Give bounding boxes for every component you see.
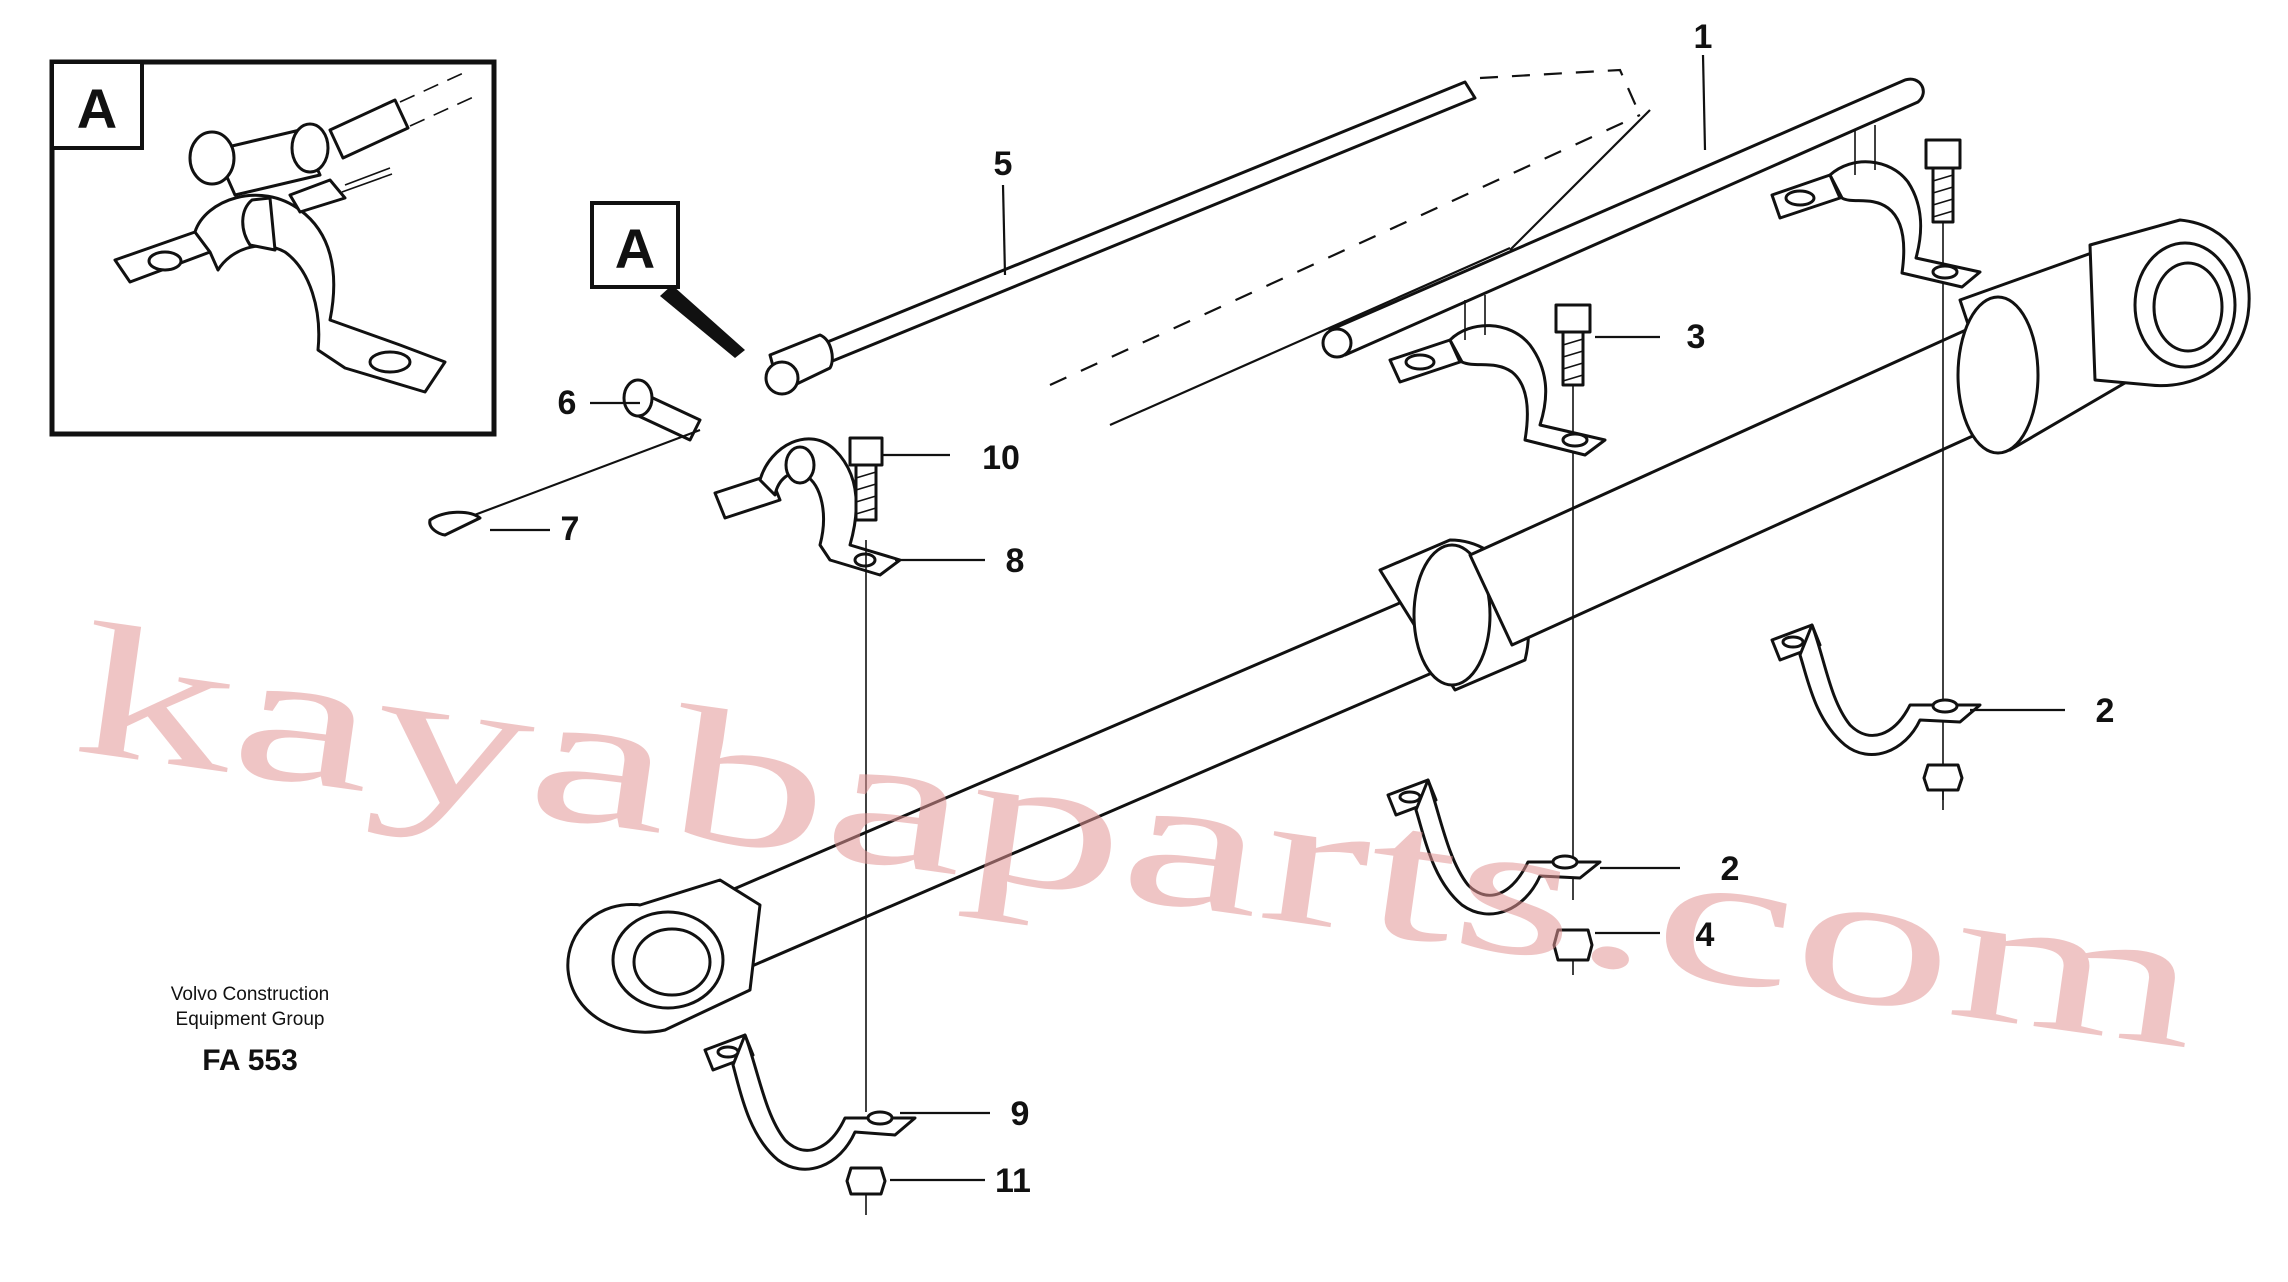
- clamp-mid-upper: [1388, 295, 1607, 457]
- pin-6: [622, 378, 702, 442]
- clamp-right-upper: [1770, 125, 1982, 289]
- watermark-text: kayabaparts.com: [64, 584, 2212, 1090]
- pipe-1: [1049, 77, 1925, 427]
- callout-9: 9: [1011, 1095, 1030, 1133]
- clamp-9: [703, 540, 917, 1171]
- callout-1: 1: [1694, 18, 1713, 56]
- detail-pin: [188, 122, 393, 214]
- clamp-assembly-left: [713, 437, 902, 577]
- nut-4: [1552, 928, 1594, 975]
- callout-a-label: A: [615, 217, 655, 280]
- callout-7: 7: [561, 510, 580, 548]
- hydraulic-cylinder: [566, 218, 2251, 1034]
- credit-line-2: Equipment Group: [176, 1009, 325, 1030]
- leader-lines: [490, 54, 2065, 1182]
- clamp-2-mid: [1386, 778, 1602, 916]
- nut-11: [845, 1166, 887, 1215]
- figure-number: FA 553: [202, 1044, 298, 1077]
- detail-pipe: [328, 69, 481, 160]
- callout-6: 6: [558, 384, 577, 422]
- detail-view-label: A: [77, 77, 117, 140]
- bolt-10: [848, 436, 884, 522]
- callout-2-right: 2: [2096, 692, 2115, 730]
- cotter-pin-7: [428, 428, 701, 537]
- callout-4: 4: [1696, 916, 1715, 954]
- bolt-3: [1554, 303, 1592, 900]
- credit-line-1: Volvo Construction: [171, 984, 329, 1005]
- pipe-5: [764, 68, 1642, 396]
- callout-5: 5: [994, 145, 1013, 183]
- callout-numbers: 1 5 3 6 10 7 8 2 2 4 9 11: [558, 18, 2115, 1200]
- callout-2-mid: 2: [1721, 850, 1740, 888]
- clamp-2-right: [1770, 623, 1982, 756]
- detail-view-a: A: [49, 59, 497, 437]
- callout-3: 3: [1687, 318, 1706, 356]
- bolt-top-right: [1924, 138, 1962, 800]
- detail-clamp: [113, 193, 447, 394]
- nut-right: [1922, 763, 1964, 810]
- callout-a: A: [590, 201, 745, 358]
- credit-block: Volvo Construction Equipment Group FA 55…: [171, 984, 329, 1077]
- callout-10: 10: [982, 439, 1020, 477]
- callout-8: 8: [1006, 542, 1025, 580]
- callout-11: 11: [995, 1162, 1031, 1200]
